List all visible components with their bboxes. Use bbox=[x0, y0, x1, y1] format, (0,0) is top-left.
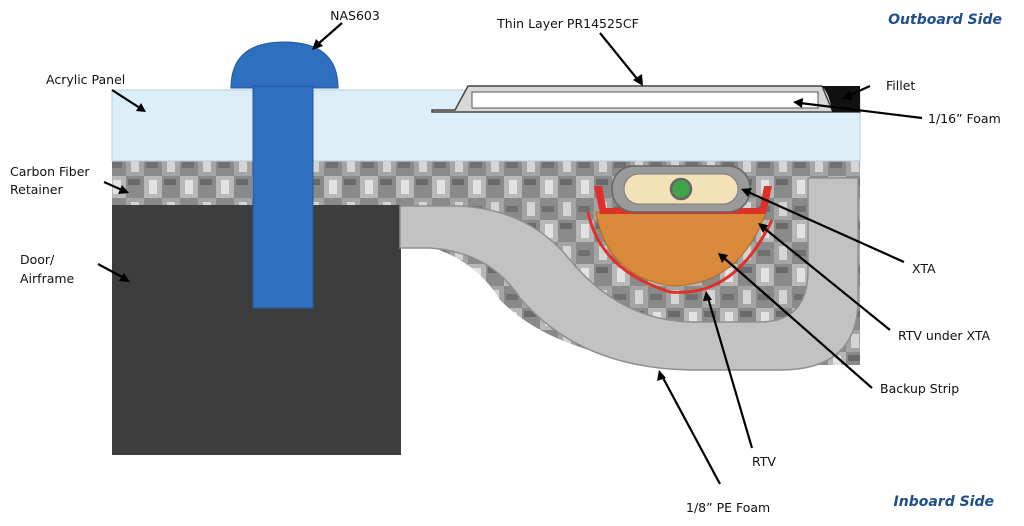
door-label-line1: Door/ bbox=[20, 252, 55, 267]
rtv-label: RTV bbox=[752, 454, 776, 469]
carbon-fiber-label-line2: Retainer bbox=[10, 182, 63, 197]
xta-label: XTA bbox=[912, 261, 936, 276]
thin-layer-label: Thin Layer PR14525CF bbox=[496, 16, 639, 31]
foam-1-16-strip bbox=[471, 91, 819, 109]
xta-core bbox=[669, 177, 693, 201]
pe-foam-label: 1/8” PE Foam bbox=[686, 500, 770, 515]
foam-1-16-label: 1/16” Foam bbox=[928, 111, 1001, 126]
leader-lines bbox=[97, 22, 923, 485]
nas603-bolt-head bbox=[230, 41, 339, 89]
fillet bbox=[822, 86, 860, 112]
backup-strip bbox=[595, 211, 767, 287]
carbon-fiber-label-line1: Carbon Fiber bbox=[10, 164, 90, 179]
pe-foam-channel bbox=[399, 177, 859, 371]
outboard-side-label: Outboard Side bbox=[888, 12, 1002, 28]
rtv-cup bbox=[586, 211, 774, 294]
acrylic-panel-label: Acrylic Panel bbox=[46, 72, 125, 87]
nas603-label: NAS603 bbox=[330, 8, 380, 23]
inboard-side-label: Inboard Side bbox=[894, 494, 994, 510]
nas603-bolt-shank bbox=[252, 85, 314, 309]
rtv-under-xta-label: RTV under XTA bbox=[898, 328, 991, 343]
fillet-label: Fillet bbox=[886, 78, 915, 93]
door-label-line2: Airframe bbox=[20, 271, 75, 286]
backup-strip-label: Backup Strip bbox=[880, 381, 959, 396]
